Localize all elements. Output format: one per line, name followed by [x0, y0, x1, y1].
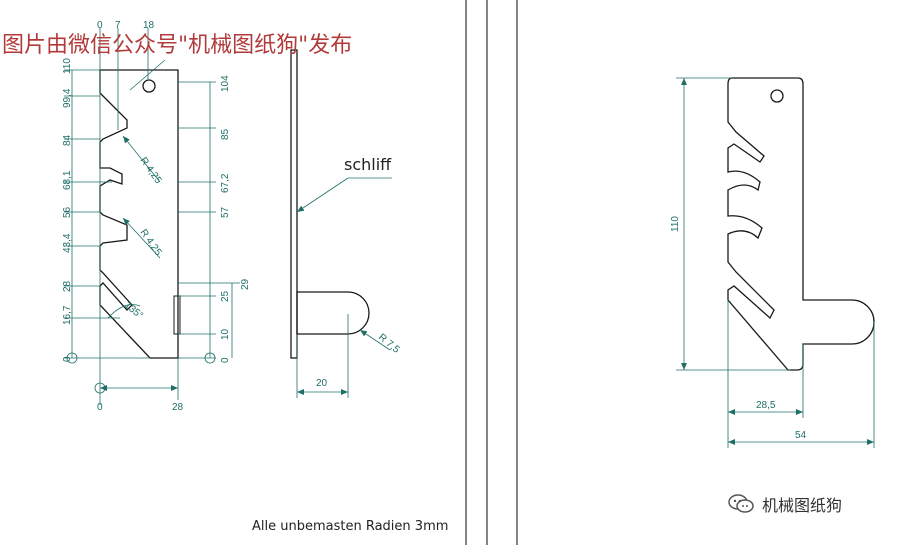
side-arm: [296, 291, 370, 335]
bottom-dim-labels: 0 28: [97, 402, 184, 413]
dim-left-6: 28: [62, 280, 73, 292]
dim-bottom-1: 28: [172, 402, 184, 413]
front-angle: 135°: [122, 300, 145, 322]
left-dim-labels: 110 99,4 84 68,1 56 43,4 28 16,7 0: [62, 58, 73, 362]
callout-lines: [107, 59, 166, 319]
side-dim-lines: [296, 177, 392, 398]
dim-left-5: 43,4: [62, 233, 73, 253]
right-dim-labels: 104 85 67,2 57 29 25 10 0: [220, 75, 251, 363]
wechat-icon: [728, 493, 754, 515]
dim-right-0: 104: [220, 75, 231, 92]
frame-lines: [465, 0, 518, 545]
right-view: 110 28,5 54: [670, 77, 875, 448]
dim-right-7: 0: [220, 357, 231, 363]
dim-right-6: 10: [220, 328, 231, 340]
dim-left-1: 99,4: [62, 88, 73, 108]
drawing-note: Alle unbemasten Radien 3mm: [252, 519, 448, 534]
dim-right-2: 67,2: [220, 173, 231, 193]
front-slot: [173, 295, 181, 335]
dim-right-1: 85: [220, 128, 231, 140]
side-plate: [290, 49, 298, 359]
right-dim-lines: [178, 81, 240, 359]
watermark: 机械图纸狗: [728, 492, 842, 516]
top-dim-labels: 0 7 18: [97, 20, 155, 31]
dim-right-4: 29: [240, 278, 251, 290]
dim-bottom-0: 0: [97, 402, 103, 413]
right-width-inner: 28,5: [756, 400, 776, 411]
right-part-outline: [727, 77, 875, 371]
right-height: 110: [670, 216, 681, 232]
side-schliff-label: schliff: [344, 155, 392, 174]
front-view: 110 99,4 84 68,1 56 43,4 28 16,7 0 0 7 1…: [62, 20, 251, 413]
front-radius-2: R 4,25: [138, 227, 164, 258]
dim-top-2: 18: [143, 20, 155, 31]
front-radius-1: R 4,25: [138, 155, 164, 186]
side-radius: R 7,5: [376, 332, 402, 356]
side-width: 20: [316, 378, 328, 389]
dim-top-0: 0: [97, 20, 103, 31]
dim-left-2: 84: [62, 134, 73, 146]
dim-right-3: 57: [220, 206, 231, 218]
side-view: schliff R 7,5 20: [290, 49, 402, 398]
right-hole: [770, 89, 784, 103]
publisher-overlay-title: 图片由微信公众号"机械图纸狗"发布: [2, 33, 353, 58]
dim-top-1: 7: [115, 20, 121, 31]
dim-left-3: 68,1: [62, 170, 73, 190]
watermark-text: 机械图纸狗: [762, 496, 843, 515]
dim-left-0: 110: [62, 58, 73, 74]
front-hole: [142, 79, 156, 93]
right-dim-lines: [676, 77, 875, 448]
dim-left-7: 16,7: [62, 305, 73, 325]
left-dim-lines: [64, 28, 179, 405]
dim-right-5: 25: [220, 290, 231, 302]
right-width-total: 54: [795, 430, 807, 441]
dim-left-4: 56: [62, 206, 73, 218]
